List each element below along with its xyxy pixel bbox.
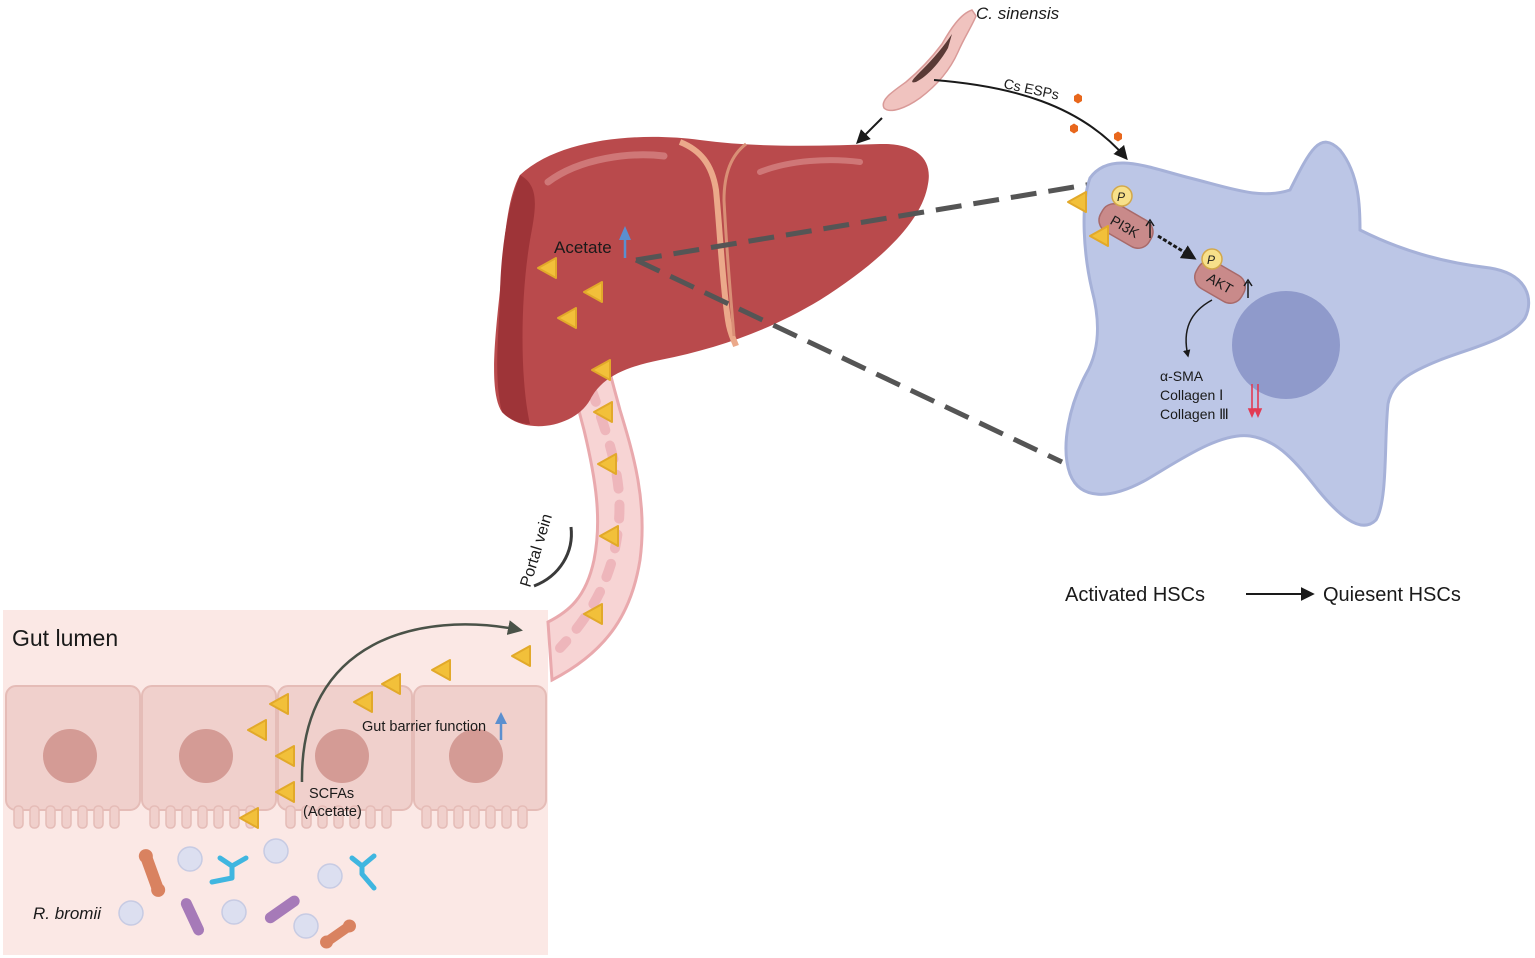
esp-hexagon (1070, 93, 1122, 142)
acetate-molecules (239, 257, 619, 829)
acetate-triangle (557, 307, 577, 329)
gut-lumen-label: Gut lumen (12, 625, 118, 651)
acetate-triangle (381, 673, 401, 695)
coccus (118, 900, 144, 926)
hsc-state-transition: Activated HSCs Quiesent HSCs (1065, 584, 1461, 606)
acetate-triangle (247, 719, 267, 741)
acetate-triangle (431, 659, 451, 681)
pi3k-to-akt-arrow (1157, 234, 1197, 260)
akt-protein: AKT (1193, 260, 1247, 304)
coccus (177, 846, 203, 872)
coccus (293, 913, 319, 939)
parasite-to-hsc-arrow (933, 79, 1128, 161)
zoom-connectors (634, 181, 1093, 465)
parasite-organs (912, 34, 952, 83)
akt-arrow (1243, 278, 1253, 298)
akt-downstream-arrow (1182, 299, 1213, 358)
bacterium-capsule (320, 919, 356, 949)
bacteria-icon (118, 838, 377, 949)
scfas-sub-label: (Acetate) (303, 804, 362, 820)
acetate-triangle (597, 453, 617, 475)
falciform-ligament (678, 139, 739, 348)
coccus (317, 863, 343, 889)
pi3k-protein: PI3K (1098, 203, 1154, 249)
acetate-triangle (275, 745, 295, 767)
a-sma-label: α-SMA (1160, 368, 1204, 384)
enterocyte-layer (5, 685, 547, 829)
acetate-triangle (593, 401, 613, 423)
phospho-circle-icon: P (1111, 185, 1133, 207)
bacterium-rod (264, 895, 300, 924)
coccus (221, 899, 247, 925)
parasite: C. sinensis Cs ESPs (856, 4, 1128, 161)
liver: Acetate (494, 136, 929, 427)
up-arrow-icon (619, 226, 631, 258)
activated-hscs-label: Activated HSCs (1065, 584, 1205, 606)
transport-arrow (300, 620, 523, 783)
zoom-line-top (635, 181, 1093, 263)
svg-text:P: P (1207, 253, 1215, 267)
vein-label-arc (533, 526, 573, 588)
liver-highlight (544, 151, 668, 186)
bacterium-label: R. bromii (33, 904, 102, 923)
acetate-triangle (1089, 225, 1109, 247)
antibody-shape (209, 855, 249, 885)
enterocyte-nucleus (315, 729, 369, 783)
acetate-triangle (275, 781, 295, 803)
bacterium-rod (180, 898, 205, 936)
falciform-ligament-edge (722, 142, 747, 337)
acetate-triangle (1067, 191, 1087, 213)
up-arrow-icon (495, 712, 507, 740)
enterocyte-nucleus (449, 729, 503, 783)
acetate-label: Acetate (554, 238, 612, 257)
liver-highlight (757, 157, 863, 175)
acetate-triangle (353, 691, 373, 713)
liver-shape (494, 136, 929, 427)
acetate-triangle (537, 257, 557, 279)
acetate-triangle (269, 693, 289, 715)
parasite-label: C. sinensis (976, 4, 1060, 23)
coccus (263, 838, 289, 864)
antibody-shape (349, 853, 377, 891)
svg-text:P: P (1117, 190, 1125, 204)
parasite-body (882, 9, 977, 112)
zoom-line-bottom (634, 257, 1064, 465)
hsc-nucleus (1232, 291, 1340, 399)
quiescent-hscs-label: Quiesent HSCs (1323, 584, 1461, 606)
liver-left-lobe-shadow (497, 175, 535, 424)
gut-barrier-label: Gut barrier function (362, 719, 486, 735)
bacterium-capsule (138, 849, 166, 897)
collagen-3-label: Collagen Ⅲ (1160, 406, 1229, 422)
scfas-label: SCFAs (309, 786, 354, 802)
acetate-triangle (239, 807, 259, 829)
collagen-1-label: Collagen Ⅰ (1160, 387, 1223, 403)
pi3k-arrow (1145, 218, 1155, 238)
down-arrow-icon (1247, 384, 1263, 419)
hsc-cell: PI3K P AKT P α-SMA Collagen Ⅰ Collagen Ⅲ (1064, 140, 1531, 527)
acetate-triangle (583, 603, 603, 625)
gut-panel: Gut lumen Gut barrier function SCFAs (3, 610, 548, 955)
acetate-triangle (583, 281, 603, 303)
parasite-to-liver-arrow (856, 117, 883, 144)
acetate-triangle (511, 645, 531, 667)
enterocyte-nucleus (43, 729, 97, 783)
acetate-triangle (599, 525, 619, 547)
acetate-triangle (591, 359, 611, 381)
phospho-circle-icon: P (1201, 248, 1223, 270)
enterocyte-nucleus (179, 729, 233, 783)
microvilli (13, 805, 528, 829)
